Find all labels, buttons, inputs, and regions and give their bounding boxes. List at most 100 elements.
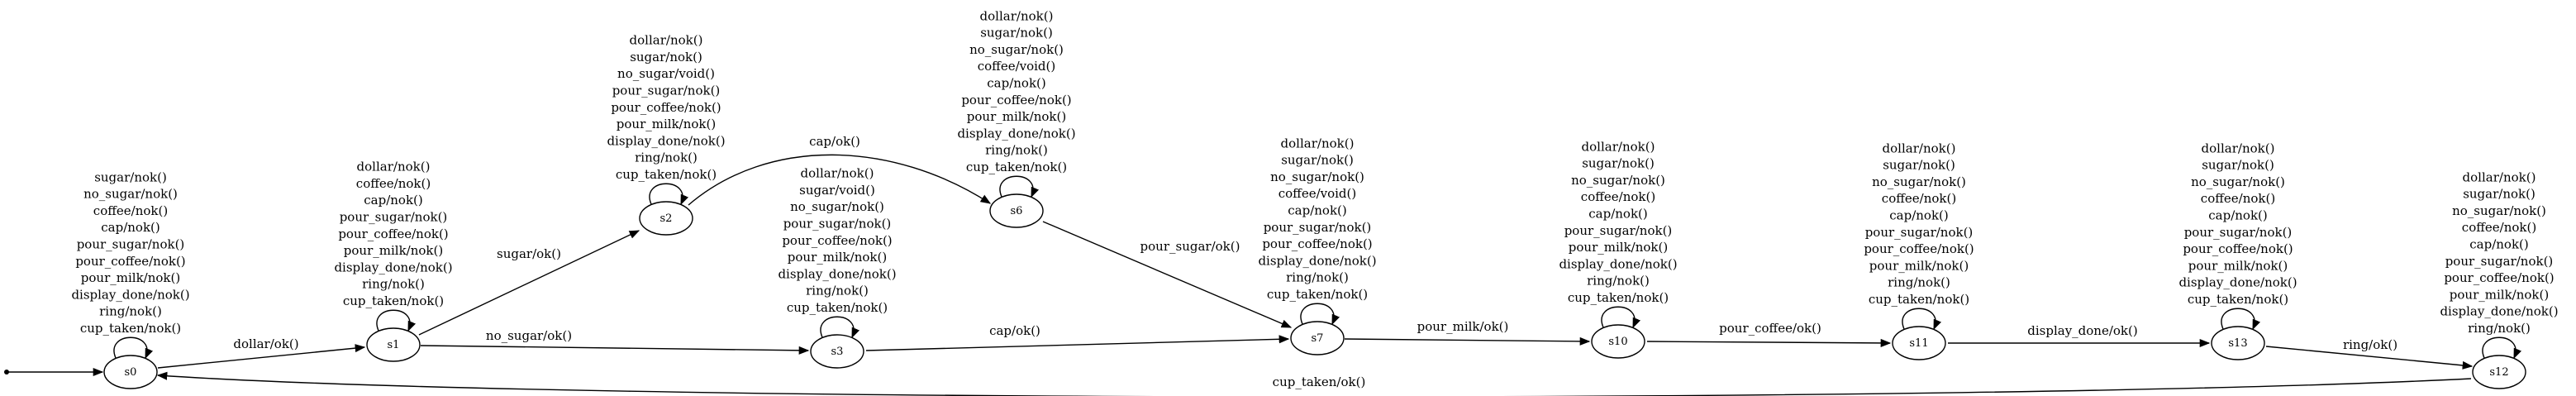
transition-s3-s7 <box>865 335 1290 351</box>
self-loop-label: ring/nok() <box>635 150 698 165</box>
self-loop-label: cup_taken/nok() <box>1869 292 1969 307</box>
self-loop-label: no_sugar/nok() <box>2191 174 2285 189</box>
self-loop-label: pour_coffee/nok() <box>338 227 448 241</box>
self-loop-label: pour_sugar/nok() <box>1564 223 1673 238</box>
self-loop-label: pour_milk/nok() <box>788 250 887 265</box>
state-label: s7 <box>1312 332 1324 345</box>
self-loop-label: pour_coffee/nok() <box>782 233 892 248</box>
state-s3 <box>810 334 864 369</box>
self-loop-label: sugar/void() <box>799 183 875 198</box>
state-label: s13 <box>2228 337 2247 350</box>
state-s13 <box>2211 326 2265 360</box>
self-loop-label: cap/nok() <box>101 220 160 235</box>
self-loop-label: coffee/nok() <box>1882 191 1956 206</box>
self-loop-label: pour_coffee/nok() <box>75 254 185 269</box>
transition-label: dollar/ok() <box>233 336 298 351</box>
state-s0 <box>103 355 158 389</box>
self-loop-label: pour_sugar/nok() <box>2445 254 2554 269</box>
transition-s13-s12 <box>2265 346 2474 370</box>
self-loop-label: display_done/nok() <box>1258 253 1376 268</box>
self-loop-s1 <box>376 309 417 332</box>
transition-label: sugar/ok() <box>497 246 561 261</box>
self-loop-label: pour_sugar/nok() <box>1264 220 1372 235</box>
self-loop-label: ring/nok() <box>362 277 425 292</box>
self-loop-label: pour_milk/nok() <box>967 109 1066 124</box>
initial-point <box>4 370 9 375</box>
self-loop-s11 <box>1902 308 1942 331</box>
state-s1 <box>366 327 421 362</box>
state-s6 <box>989 193 1044 228</box>
self-loop-s2 <box>649 183 689 206</box>
state-label: s12 <box>2489 366 2508 379</box>
transition-label: display_done/ok() <box>2027 323 2137 338</box>
self-loop-label: pour_coffee/nok() <box>1262 236 1372 251</box>
self-loop-label: dollar/nok() <box>801 166 874 181</box>
self-loop-label: pour_milk/nok() <box>1869 258 1969 273</box>
transition-label: ring/ok() <box>2343 337 2397 352</box>
self-loop-label: no_sugar/nok() <box>83 187 178 202</box>
self-loop-label: sugar/nok() <box>2202 158 2274 173</box>
self-loop-label: pour_coffee/nok() <box>2183 241 2293 256</box>
self-loop-label: sugar/nok() <box>2463 187 2536 202</box>
self-loop-label: ring/nok() <box>1888 275 1950 290</box>
self-loop-s3 <box>820 316 860 339</box>
self-loop-label: pour_sugar/nok() <box>783 217 892 231</box>
self-loop-label: pour_sugar/nok() <box>77 237 185 252</box>
state-label: s2 <box>660 212 673 225</box>
self-loop-label: cap/nok() <box>1889 208 1948 223</box>
transition-label: no_sugar/ok() <box>486 328 572 343</box>
self-loop-label: cup_taken/nok() <box>80 321 181 336</box>
state-s2 <box>639 201 693 236</box>
self-loop-label: cap/nok() <box>1588 207 1647 222</box>
self-loop-label: pour_milk/nok() <box>617 117 716 131</box>
self-loop-label: display_done/nok() <box>334 260 452 274</box>
self-loop-label: dollar/nok() <box>2463 169 2536 184</box>
transition-label: cap/ok() <box>809 134 860 149</box>
self-loop-label: cap/nok() <box>364 193 422 208</box>
transition-label: pour_sugar/ok() <box>1140 239 1240 254</box>
state-label: s6 <box>1011 205 1023 217</box>
state-label: s3 <box>831 346 844 358</box>
self-loop-label: no_sugar/nok() <box>1872 174 1966 189</box>
self-loop-label: coffee/nok() <box>1581 189 1655 204</box>
transition-label: pour_coffee/ok() <box>1719 321 1821 336</box>
self-loop-label: cup_taken/nok() <box>616 167 717 182</box>
self-loop-label: ring/nok() <box>1286 270 1349 285</box>
self-loop-label: cap/nok() <box>1288 203 1346 218</box>
state-s7 <box>1290 321 1345 355</box>
self-loop-label: coffee/nok() <box>2462 220 2536 235</box>
self-loop-label: display_done/nok() <box>778 266 896 281</box>
self-loop-s0 <box>113 336 154 360</box>
self-loop-label: dollar/nok() <box>1883 141 1956 155</box>
self-loop-label: dollar/nok() <box>357 160 431 174</box>
self-loop-label: pour_coffee/nok() <box>1864 241 1974 256</box>
self-loop-label: pour_sugar/nok() <box>2184 225 2293 240</box>
transition-s10-s11 <box>1646 338 1892 347</box>
self-loop-label: cup_taken/nok() <box>2188 292 2288 307</box>
state-s12 <box>2472 355 2526 389</box>
self-loop-label: pour_milk/nok() <box>81 270 180 285</box>
self-loop-label: cup_taken/nok() <box>1568 290 1669 305</box>
transition-label: cup_taken/ok() <box>1273 375 1366 389</box>
self-loop-label: no_sugar/void() <box>617 66 715 81</box>
transition-s1-s2 <box>418 230 640 336</box>
self-loop-label: pour_coffee/nok() <box>2444 270 2554 285</box>
self-loop-label: no_sugar/nok() <box>2452 203 2546 218</box>
self-loop-label: pour_coffee/nok() <box>611 100 721 115</box>
state-label: s10 <box>1608 336 1627 348</box>
self-loop-label: pour_sugar/nok() <box>612 83 721 98</box>
transition-s0-s1 <box>157 344 366 369</box>
self-loop-label: coffee/nok() <box>356 176 431 191</box>
self-loop-label: sugar/nok() <box>1281 153 1354 168</box>
self-loop-s10 <box>1601 306 1641 329</box>
self-loop-s6 <box>999 175 1040 198</box>
self-loop-label: display_done/nok() <box>71 287 189 302</box>
transition-s6-s7 <box>1042 221 1293 328</box>
state-s10 <box>1591 324 1645 359</box>
self-loop-label: sugar/nok() <box>1883 158 1955 173</box>
state-label: s1 <box>388 339 400 351</box>
self-loop-label: ring/nok() <box>2468 321 2531 336</box>
self-loop-label: display_done/nok() <box>607 133 725 148</box>
transition-s7-s10 <box>1344 336 1591 346</box>
self-loop-label: dollar/nok() <box>1281 136 1355 150</box>
